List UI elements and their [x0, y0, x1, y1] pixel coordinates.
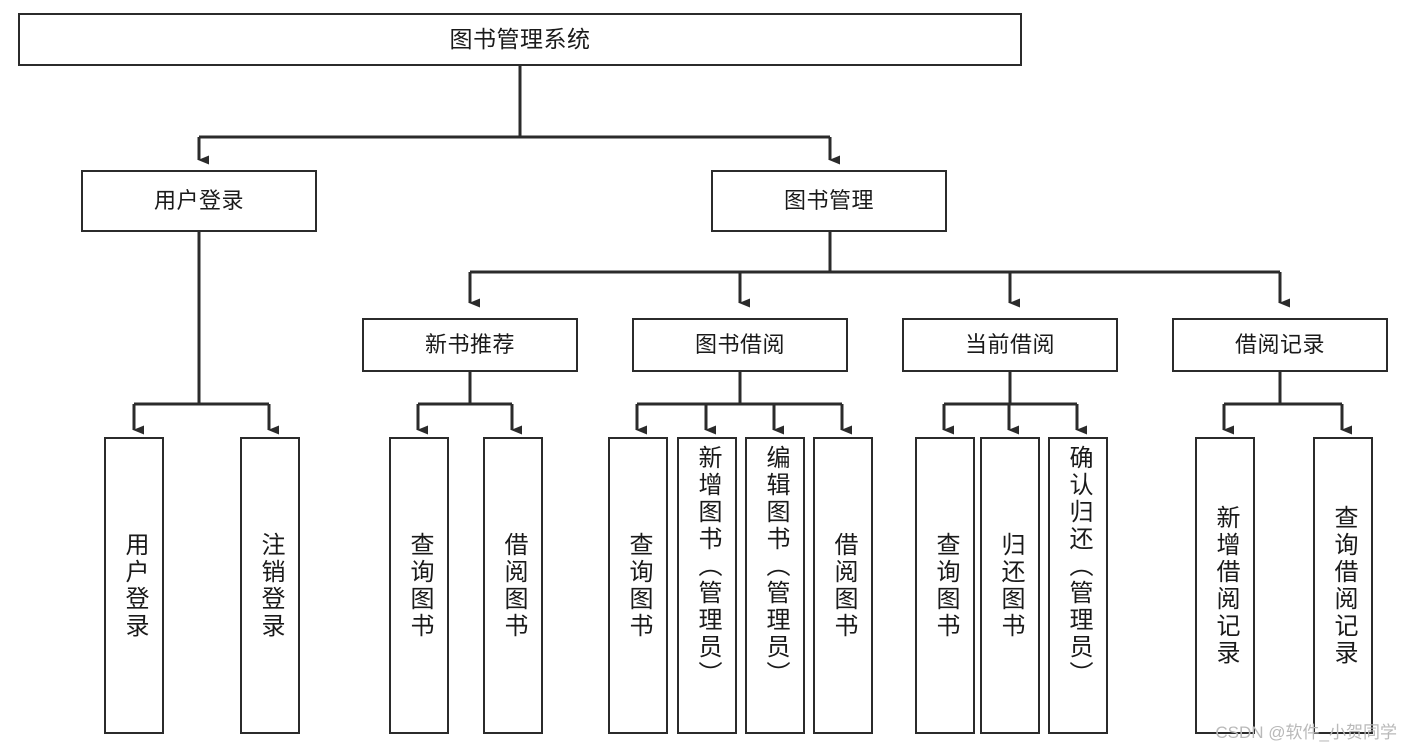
node-borrow-record[interactable]: 借阅记录	[1172, 318, 1388, 372]
leaf-label-new-book-1: 借阅图书	[500, 531, 527, 640]
leaf-label-borrow-record-1: 查询借阅记录	[1330, 504, 1357, 667]
leaf-label-borrow-record-0: 新增借阅记录	[1212, 504, 1239, 667]
leaf-label-user-login-1: 注销登录	[257, 531, 284, 640]
leaf-label-book-borrow-1: 新增图书（管理员）	[694, 445, 721, 688]
node-new-book-recommend[interactable]: 新书推荐	[362, 318, 578, 372]
leaf-label-book-borrow-3: 借阅图书	[830, 531, 857, 640]
leaf-current-borrow-2[interactable]: 确认归还（管理员）	[1048, 437, 1108, 734]
node-root-system[interactable]: 图书管理系统	[18, 13, 1022, 66]
leaf-current-borrow-0[interactable]: 查询图书	[915, 437, 975, 734]
node-label-current-borrow: 当前借阅	[964, 332, 1055, 358]
node-label-book-management: 图书管理	[783, 188, 874, 214]
leaf-book-borrow-2[interactable]: 编辑图书（管理员）	[745, 437, 805, 734]
leaf-new-book-1[interactable]: 借阅图书	[483, 437, 543, 734]
leaf-label-current-borrow-1: 归还图书	[997, 531, 1024, 640]
leaf-user-login-0[interactable]: 用户登录	[104, 437, 164, 734]
leaf-user-login-1[interactable]: 注销登录	[240, 437, 300, 734]
node-label-root: 图书管理系统	[449, 25, 591, 52]
leaf-book-borrow-3[interactable]: 借阅图书	[813, 437, 873, 734]
node-user-login[interactable]: 用户登录	[81, 170, 317, 232]
user-login-leaf-connectors	[132, 232, 279, 435]
root-to-level2-connectors	[197, 66, 840, 165]
leaf-label-current-borrow-0: 查询图书	[932, 531, 959, 640]
node-label-user-login: 用户登录	[153, 188, 244, 214]
node-book-management[interactable]: 图书管理	[711, 170, 947, 232]
leaf-label-user-login-0: 用户登录	[121, 531, 148, 640]
leaf-borrow-record-1[interactable]: 查询借阅记录	[1313, 437, 1373, 734]
node-label-book-borrow: 图书借阅	[694, 332, 785, 358]
leaf-book-borrow-0[interactable]: 查询图书	[608, 437, 668, 734]
current-borrow-leaf-connectors	[942, 372, 1087, 435]
leaf-borrow-record-0[interactable]: 新增借阅记录	[1195, 437, 1255, 734]
node-label-borrow-record: 借阅记录	[1234, 332, 1325, 358]
node-current-borrow[interactable]: 当前借阅	[902, 318, 1118, 372]
node-book-borrow[interactable]: 图书借阅	[632, 318, 848, 372]
book-borrow-leaf-connectors	[635, 372, 852, 435]
new-book-leaf-connectors	[416, 372, 522, 435]
leaf-label-book-borrow-0: 查询图书	[625, 531, 652, 640]
leaf-current-borrow-1[interactable]: 归还图书	[980, 437, 1040, 734]
leaf-label-book-borrow-2: 编辑图书（管理员）	[762, 445, 789, 688]
leaf-label-current-borrow-2: 确认归还（管理员）	[1065, 445, 1092, 688]
node-label-new-book-recommend: 新书推荐	[424, 332, 515, 358]
leaf-label-new-book-0: 查询图书	[406, 531, 433, 640]
borrow-record-leaf-connectors	[1222, 372, 1352, 435]
level2-to-level3-connectors	[468, 232, 1290, 308]
csdn-watermark: CSDN @软件_小贺同学	[1215, 723, 1397, 742]
leaf-new-book-0[interactable]: 查询图书	[389, 437, 449, 734]
leaf-book-borrow-1[interactable]: 新增图书（管理员）	[677, 437, 737, 734]
